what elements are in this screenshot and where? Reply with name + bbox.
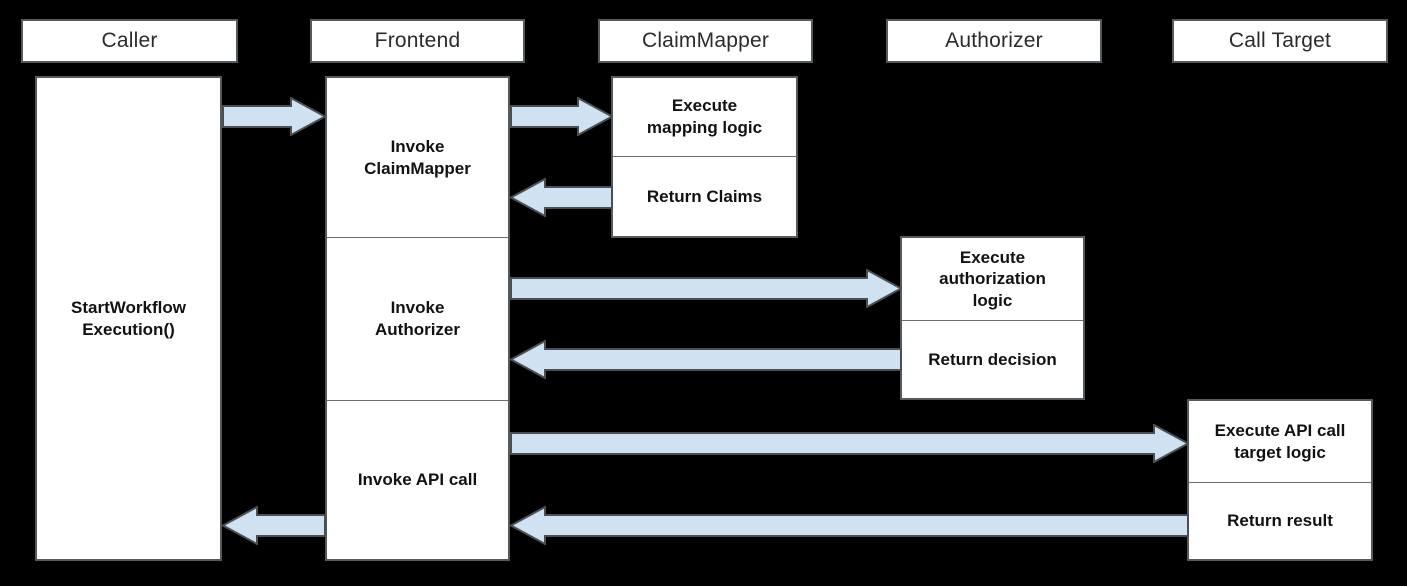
activation-caller: StartWorkflow Execution() [35,76,222,561]
message-arrow-frontend-to-caller [222,506,326,545]
activation-claimmapper-segment-return-claims: Return Claims [613,156,796,236]
message-arrow-frontend-to-claimmapper [510,97,613,136]
lane-header-calltarget: Call Target [1172,19,1388,63]
message-arrow-frontend-to-authorizer [510,269,902,308]
lane-header-authorizer-label: Authorizer [945,29,1043,52]
activation-frontend-segment-invoke-authorizer: Invoke Authorizer [327,237,508,400]
message-arrow-claimmapper-to-frontend [510,178,613,217]
lane-header-claimmapper-label: ClaimMapper [641,29,770,52]
activation-frontend: Invoke ClaimMapper Invoke Authorizer Inv… [325,76,510,561]
lane-header-calltarget-label: Call Target [1228,29,1332,52]
lane-header-authorizer: Authorizer [886,19,1102,63]
message-arrow-calltarget-to-frontend [510,506,1189,545]
activation-frontend-segment-invoke-claimmapper: Invoke ClaimMapper [364,136,471,178]
activation-calltarget: Execute API call target logic Return res… [1187,399,1373,561]
message-arrow-caller-to-frontend [222,97,326,136]
activation-caller-segment-main: StartWorkflow Execution() [71,297,186,339]
activation-frontend-segment-invoke-api-call: Invoke API call [327,400,508,559]
activation-authorizer-segment-return-decision: Return decision [902,320,1083,398]
activation-authorizer-segment-execute-authorization-logic: Execute authorization logic [939,247,1046,310]
message-arrow-frontend-to-calltarget [510,424,1189,463]
lane-header-frontend: Frontend [310,19,525,63]
activation-authorizer: Execute authorization logic Return decis… [900,236,1085,400]
activation-claimmapper-segment-execute-mapping-logic: Execute mapping logic [646,96,763,137]
activation-calltarget-segment-return-result: Return result [1189,482,1371,559]
lane-header-frontend-label: Frontend [374,29,461,52]
lane-header-claimmapper: ClaimMapper [598,19,813,63]
activation-claimmapper: Execute mapping logic Return Claims [611,76,798,238]
activation-calltarget-segment-execute-api-call-target-logic: Execute API call target logic [1214,420,1346,462]
lane-header-caller: Caller [21,19,238,63]
message-arrow-authorizer-to-frontend [510,340,902,379]
lane-header-caller-label: Caller [101,29,158,52]
